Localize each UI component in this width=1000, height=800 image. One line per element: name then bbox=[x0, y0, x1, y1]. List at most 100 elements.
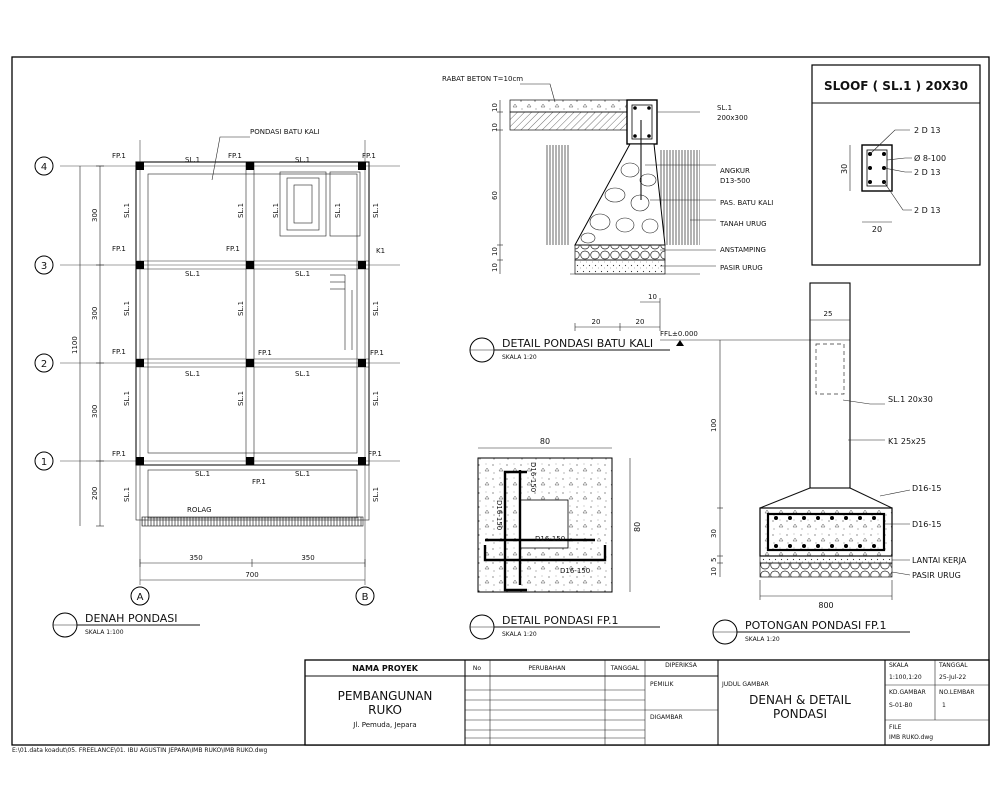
svg-text:NO.LEMBAR: NO.LEMBAR bbox=[939, 689, 975, 696]
svg-text:D16-150: D16-150 bbox=[535, 535, 565, 543]
svg-text:SL.1: SL.1 bbox=[372, 487, 380, 502]
svg-text:SL.1: SL.1 bbox=[272, 203, 280, 218]
title-block: NAMA PROYEK PEMBANGUNAN RUKO Jl. Pemuda,… bbox=[304, 659, 990, 746]
svg-text:4: 4 bbox=[41, 162, 47, 173]
svg-text:SL.1: SL.1 bbox=[372, 301, 380, 316]
file-path: E:\01.data koadut\05. FREELANCE\01. IBU … bbox=[12, 747, 268, 754]
nama-proyek-label: NAMA PROYEK bbox=[352, 664, 419, 673]
svg-text:SL.1: SL.1 bbox=[717, 104, 732, 112]
svg-text:D16-150: D16-150 bbox=[560, 567, 590, 575]
sloof-section bbox=[626, 99, 658, 145]
svg-text:SL.1: SL.1 bbox=[123, 487, 131, 502]
svg-text:No: No bbox=[473, 665, 481, 672]
svg-text:S-01-B0: S-01-B0 bbox=[889, 702, 913, 709]
svg-text:PASIR URUG: PASIR URUG bbox=[912, 571, 961, 580]
svg-text:SL.1 20x30: SL.1 20x30 bbox=[888, 395, 933, 404]
detail-fp1: 80 80 D16-150 D16-150 D16-150 D16-150 DE… bbox=[469, 437, 660, 640]
potongan-title: POTONGAN PONDASI FP.1 SKALA 1:20 bbox=[712, 619, 910, 645]
svg-text:2 D 13: 2 D 13 bbox=[914, 126, 941, 135]
svg-text:ANGKUR: ANGKUR bbox=[720, 167, 750, 175]
fp1-detail-title: DETAIL PONDASI FP.1 SKALA 1:20 bbox=[469, 614, 660, 640]
svg-text:3: 3 bbox=[41, 261, 47, 272]
svg-text:SL.1: SL.1 bbox=[237, 203, 245, 218]
potongan-fp1: FFL±0.000 25 SL.1 20x30 K1 25x25 D16-15 … bbox=[660, 282, 967, 645]
svg-text:20: 20 bbox=[872, 225, 882, 234]
svg-text:D16-150: D16-150 bbox=[495, 500, 503, 530]
svg-text:30: 30 bbox=[710, 529, 718, 538]
svg-text:SL.1: SL.1 bbox=[123, 203, 131, 218]
svg-text:A: A bbox=[137, 592, 144, 603]
batu-kali-dims-bottom: 10 20 20 bbox=[574, 293, 661, 331]
svg-text:10: 10 bbox=[710, 567, 718, 576]
svg-text:20: 20 bbox=[636, 318, 645, 326]
batu-kali-dims-left: 10 10 60 10 10 bbox=[491, 100, 503, 274]
project-address: Jl. Pemuda, Jepara bbox=[352, 721, 416, 729]
svg-text:IMB RUKO.dwg: IMB RUKO.dwg bbox=[889, 734, 933, 741]
svg-text:FP.1: FP.1 bbox=[258, 349, 272, 357]
svg-text:D16-150: D16-150 bbox=[529, 462, 537, 492]
svg-text:SL.1: SL.1 bbox=[185, 370, 200, 378]
column-markers bbox=[136, 162, 366, 465]
plan-dims-bottom: 350 350 700 bbox=[139, 554, 366, 581]
svg-text:80: 80 bbox=[633, 522, 642, 532]
svg-text:SL.1: SL.1 bbox=[334, 203, 342, 218]
svg-text:D16-15: D16-15 bbox=[912, 520, 941, 529]
grid-bubble-3: 3 bbox=[34, 255, 54, 275]
svg-text:LANTAI KERJA: LANTAI KERJA bbox=[912, 556, 967, 565]
svg-text:DIGAMBAR: DIGAMBAR bbox=[650, 714, 683, 721]
drawing-title-1: DENAH & DETAIL bbox=[749, 693, 851, 707]
svg-text:K1: K1 bbox=[376, 247, 385, 255]
grid-bubble-a: A bbox=[130, 586, 150, 606]
svg-text:800: 800 bbox=[818, 601, 833, 610]
svg-text:TANGGAL: TANGGAL bbox=[938, 662, 968, 669]
svg-text:FP.1: FP.1 bbox=[362, 152, 376, 160]
svg-text:350: 350 bbox=[189, 554, 202, 562]
svg-text:25-Jul-22: 25-Jul-22 bbox=[939, 674, 966, 681]
svg-text:SL.1: SL.1 bbox=[123, 301, 131, 316]
svg-text:SL.1: SL.1 bbox=[185, 270, 200, 278]
batu-kali-masonry bbox=[574, 143, 666, 246]
svg-text:ANSTAMPING: ANSTAMPING bbox=[720, 246, 766, 254]
rabat-label: RABAT BETON T=10cm bbox=[442, 75, 523, 83]
svg-text:SL.1: SL.1 bbox=[295, 470, 310, 478]
svg-text:FP.1: FP.1 bbox=[370, 349, 384, 357]
svg-text:SLOOF ( SL.1 ) 20X30: SLOOF ( SL.1 ) 20X30 bbox=[824, 79, 968, 93]
svg-text:20: 20 bbox=[592, 318, 601, 326]
svg-text:D13-500: D13-500 bbox=[720, 177, 750, 185]
pondasi-batu-kali-label: PONDASI BATU KALI bbox=[250, 128, 320, 136]
svg-text:300: 300 bbox=[91, 405, 99, 418]
svg-text:1100: 1100 bbox=[71, 336, 79, 354]
svg-text:SKALA: SKALA bbox=[889, 662, 909, 669]
svg-text:SL.1: SL.1 bbox=[195, 470, 210, 478]
batu-kali-labels: SL.1 200x300 ANGKUR D13-500 PAS. BATU KA… bbox=[645, 104, 773, 272]
svg-text:FP.1: FP.1 bbox=[252, 478, 266, 486]
fp1-labels: FP.1 FP.1 FP.1 FP.1 FP.1 K1 FP.1 FP.1 FP… bbox=[112, 152, 385, 486]
svg-text:350: 350 bbox=[301, 554, 314, 562]
svg-text:30: 30 bbox=[840, 164, 849, 174]
svg-text:SL.1: SL.1 bbox=[185, 156, 200, 164]
svg-text:SL.1: SL.1 bbox=[123, 391, 131, 406]
footing-section bbox=[759, 507, 893, 557]
svg-text:SKALA 1:20: SKALA 1:20 bbox=[502, 631, 537, 638]
svg-text:SL.1: SL.1 bbox=[237, 301, 245, 316]
sl1-labels: SL.1 SL.1 SL.1 SL.1 SL.1 SL.1 SL.1 SL.1 … bbox=[123, 156, 380, 502]
svg-text:PERUBAHAN: PERUBAHAN bbox=[528, 665, 565, 672]
svg-text:80: 80 bbox=[540, 437, 550, 446]
detail-batu-kali: RABAT BETON T=10cm bbox=[442, 75, 773, 363]
svg-text:B: B bbox=[362, 592, 369, 603]
project-name-1: PEMBANGUNAN bbox=[338, 689, 433, 703]
svg-text:FP.1: FP.1 bbox=[228, 152, 242, 160]
svg-text:100: 100 bbox=[710, 419, 718, 432]
svg-text:SKALA 1:100: SKALA 1:100 bbox=[85, 629, 124, 636]
svg-text:SL.1: SL.1 bbox=[295, 156, 310, 164]
svg-text:1: 1 bbox=[41, 457, 47, 468]
svg-text:DENAH PONDASI: DENAH PONDASI bbox=[85, 612, 178, 625]
svg-text:10: 10 bbox=[491, 123, 499, 132]
svg-text:SL.1: SL.1 bbox=[295, 370, 310, 378]
svg-text:TANAH URUG: TANAH URUG bbox=[719, 220, 767, 228]
svg-text:10: 10 bbox=[491, 103, 499, 112]
foundation-plan: 4 3 2 1 A B bbox=[34, 128, 400, 638]
svg-text:SL.1: SL.1 bbox=[372, 203, 380, 218]
svg-text:1:100,1:20: 1:100,1:20 bbox=[889, 674, 922, 681]
